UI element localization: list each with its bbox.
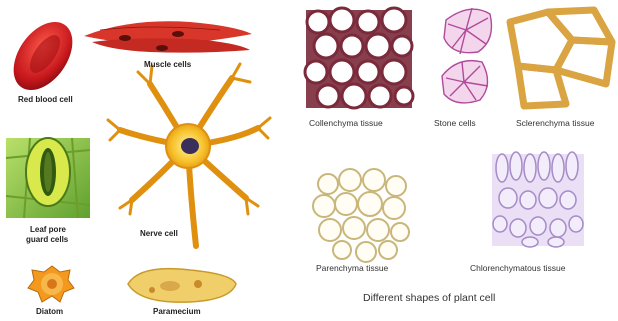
leaf-pore-label-line2: guard cells bbox=[26, 235, 68, 244]
stone-cells-label: Stone cells bbox=[434, 118, 476, 128]
diatom-label: Diatom bbox=[36, 307, 63, 316]
muscle-cells-image bbox=[84, 21, 252, 52]
leaf-pore-label-line1: Leaf pore bbox=[30, 225, 66, 234]
red-blood-cell-image bbox=[2, 11, 85, 101]
muscle-cells-label: Muscle cells bbox=[144, 60, 191, 69]
stone-cells-image bbox=[442, 8, 492, 103]
guard-cells-image bbox=[6, 138, 90, 218]
diatom-image bbox=[28, 266, 74, 302]
nerve-cell-label: Nerve cell bbox=[140, 229, 178, 238]
collenchyma-label: Collenchyma tissue bbox=[309, 118, 383, 128]
chlorenchyma-image bbox=[492, 152, 584, 247]
sclerenchyma-label: Sclerenchyma tissue bbox=[516, 118, 594, 128]
sclerenchyma-image bbox=[510, 10, 612, 106]
paramecium-image bbox=[128, 269, 236, 303]
chlorenchymatous-label: Chlorenchymatous tissue bbox=[470, 263, 565, 273]
nerve-cell-image bbox=[108, 64, 270, 246]
red-blood-cell-label: Red blood cell bbox=[18, 95, 73, 104]
parenchyma-label: Parenchyma tissue bbox=[316, 263, 388, 273]
parenchyma-image bbox=[313, 169, 409, 262]
collenchyma-image bbox=[305, 8, 413, 108]
plant-cell-caption: Different shapes of plant cell bbox=[363, 292, 495, 304]
paramecium-label: Paramecium bbox=[153, 307, 201, 316]
